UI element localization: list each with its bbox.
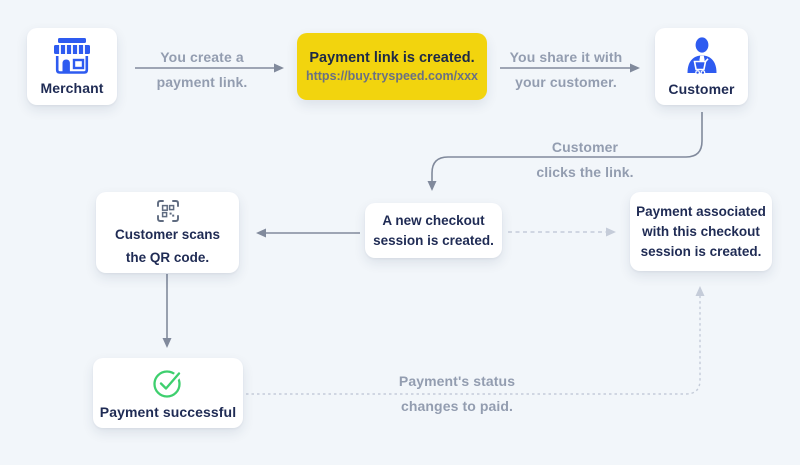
dotted-arrow-status-paid (246, 286, 705, 395)
create-link-line1: You create a (160, 49, 244, 65)
check-circle-icon (153, 369, 183, 398)
payment-associated-line3: session is created. (640, 243, 762, 259)
payment-link-url: https://buy.tryspeed.com/xxx (305, 69, 479, 83)
status-paid-line1: Payment's status (398, 373, 516, 389)
checkout-session-line2: session is created. (373, 232, 494, 248)
checkout-session-line1: A new checkout (382, 212, 485, 228)
merchant-label: Merchant (40, 80, 104, 96)
share-link-line2: your customer. (515, 73, 617, 90)
qr-scan-node: Customer scans the QR code. (96, 192, 239, 273)
payment-associated-line2: with this checkout (642, 223, 760, 239)
customer-label: Customer (668, 80, 735, 97)
create-link-line2: payment link. (156, 73, 248, 90)
clicks-link-line2: clicks the link. (536, 163, 634, 180)
share-link-line1: You share it with (509, 49, 623, 65)
edge-label-status-paid: Payment's status changes to paid. (372, 369, 542, 418)
arrow-clicks-link (427, 112, 703, 191)
merchant-node: Merchant (27, 28, 117, 105)
customer-icon (687, 36, 716, 75)
edge-label-clicks-link: Customer clicks the link. (500, 135, 670, 184)
qr-scan-icon (156, 199, 179, 222)
checkout-session-node: A new checkout session is created. (365, 203, 502, 258)
payment-associated-node: Payment associated with this checkout se… (630, 192, 772, 271)
qr-scan-line1: Customer scans (114, 226, 221, 242)
payment-link-title: Payment link is created. (309, 50, 475, 66)
qr-scan-line2: the QR code. (125, 249, 210, 265)
payment-successful-node: Payment successful (93, 358, 243, 428)
status-paid-line2: changes to paid. (400, 397, 514, 414)
edge-label-share-link: You share it with your customer. (481, 45, 651, 94)
payment-associated-line1: Payment associated (636, 203, 766, 219)
customer-node: Customer (655, 28, 748, 105)
payment-link-node: Payment link is created. https://buy.try… (297, 33, 487, 100)
storefront-icon (54, 38, 90, 74)
payment-successful-label: Payment successful (99, 403, 237, 420)
edge-label-create-link: You create a payment link. (117, 45, 287, 94)
clicks-link-line1: Customer (551, 139, 619, 155)
